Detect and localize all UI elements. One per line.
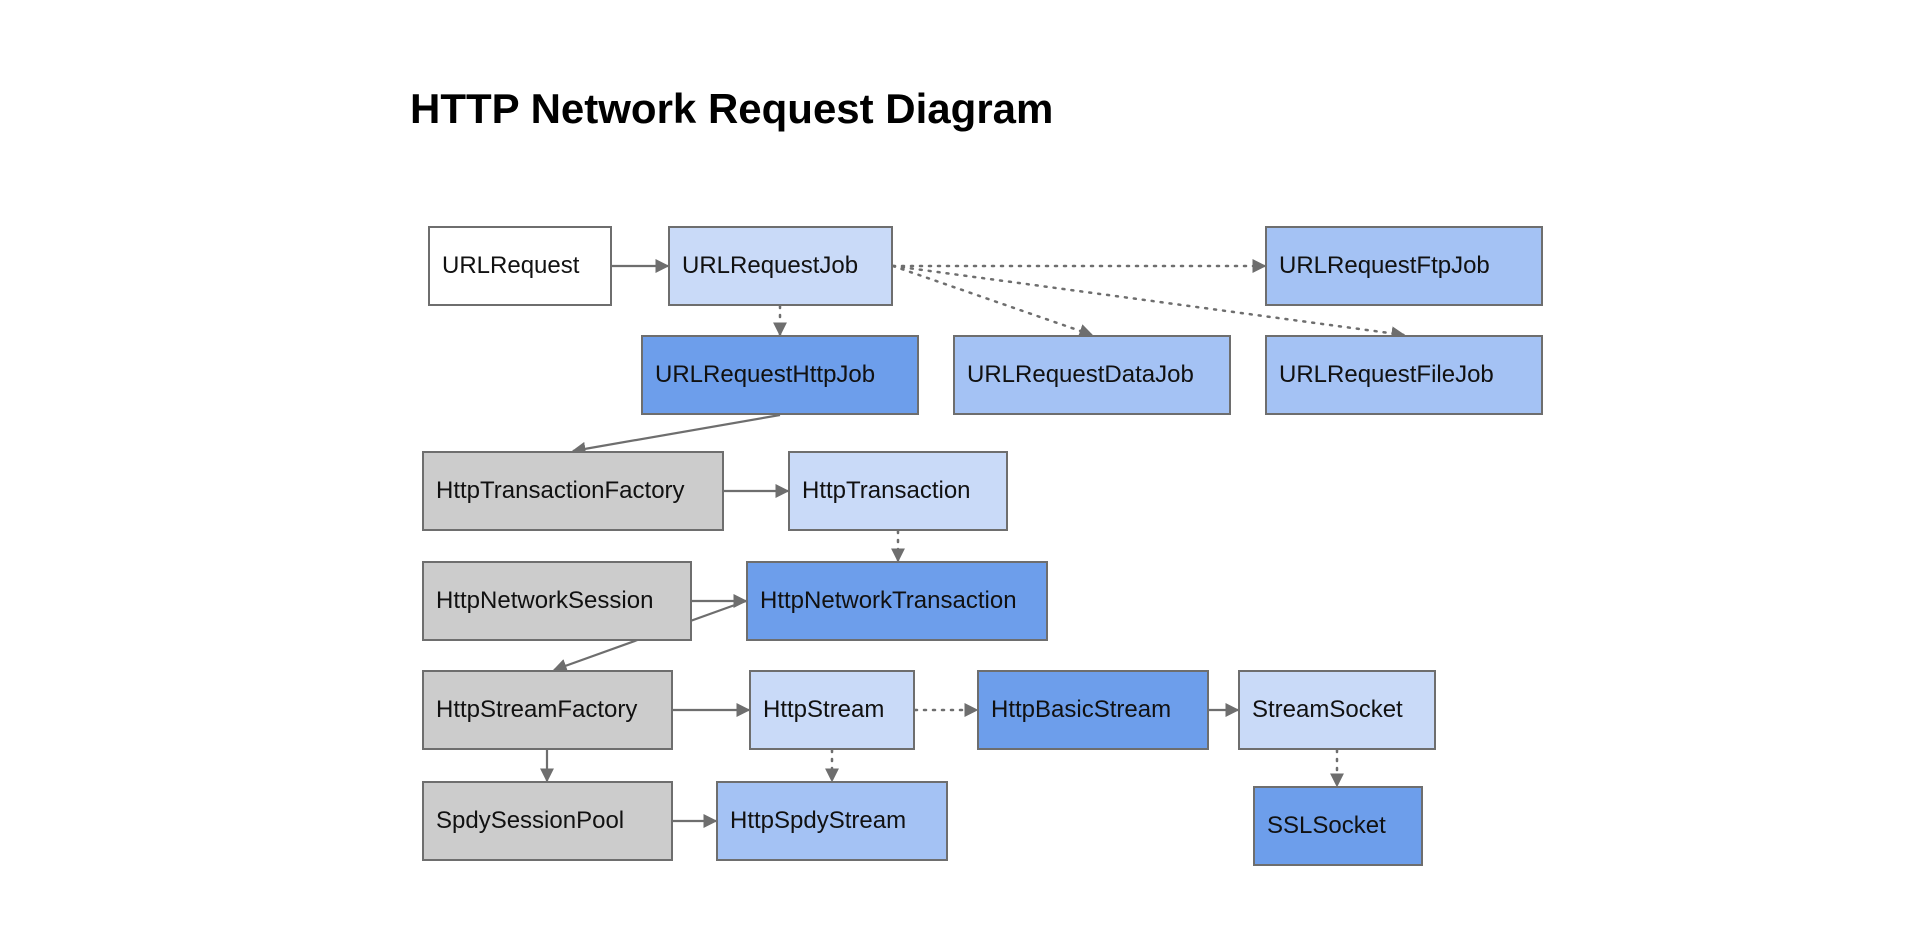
node-http-basic-stream: HttpBasicStream: [977, 670, 1209, 750]
node-url-request-http-job: URLRequestHttpJob: [641, 335, 919, 415]
node-http-transaction: HttpTransaction: [788, 451, 1008, 531]
node-spdy-session-pool: SpdySessionPool: [422, 781, 673, 861]
node-url-request: URLRequest: [428, 226, 612, 306]
node-ssl-socket: SSLSocket: [1253, 786, 1423, 866]
node-url-request-job: URLRequestJob: [668, 226, 893, 306]
node-url-request-data-job: URLRequestDataJob: [953, 335, 1231, 415]
edge-url-request-job-to-url-request-data-job: [891, 264, 1094, 338]
node-http-network-session: HttpNetworkSession: [422, 561, 692, 641]
node-http-spdy-stream: HttpSpdyStream: [716, 781, 948, 861]
edge-url-request-http-job-to-http-transaction-factory: [571, 413, 781, 456]
node-url-request-file-job: URLRequestFileJob: [1265, 335, 1543, 415]
node-url-request-ftp-job: URLRequestFtpJob: [1265, 226, 1543, 306]
node-http-transaction-factory: HttpTransactionFactory: [422, 451, 724, 531]
node-http-stream-factory: HttpStreamFactory: [422, 670, 673, 750]
node-http-network-transaction: HttpNetworkTransaction: [746, 561, 1048, 641]
node-stream-socket: StreamSocket: [1238, 670, 1436, 750]
node-http-stream: HttpStream: [749, 670, 915, 750]
diagram-title: HTTP Network Request Diagram: [410, 85, 1054, 132]
